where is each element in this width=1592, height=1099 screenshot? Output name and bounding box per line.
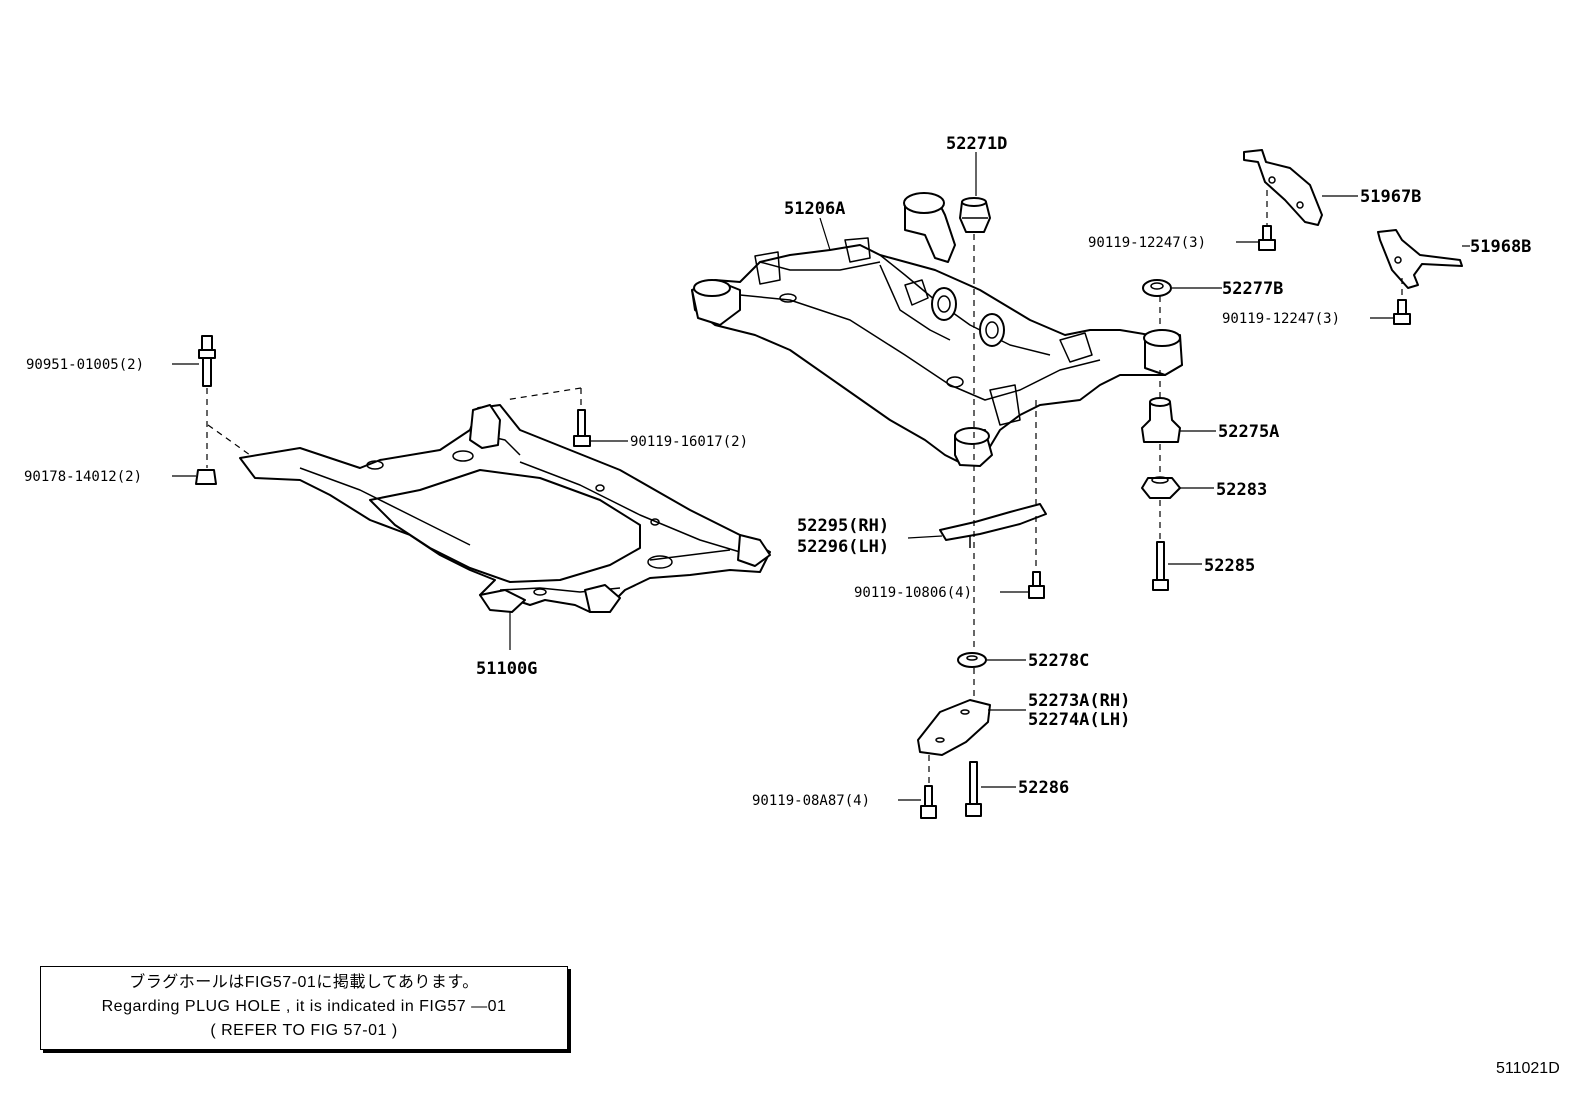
leader-lines — [172, 152, 1470, 801]
bracket-51967b — [1243, 149, 1323, 226]
label-52296: 52296(LH) — [797, 537, 889, 557]
label-51967b: 51967B — [1360, 187, 1421, 207]
bolt-52285 — [1152, 541, 1169, 591]
label-52277b: 52277B — [1222, 279, 1283, 299]
stopper-52271d — [959, 197, 991, 233]
label-52274a: 52274A(LH) — [1028, 710, 1130, 730]
bushing-52275a — [1141, 397, 1181, 443]
nut-90178-14012 — [195, 469, 217, 485]
front-crossmember-51100g — [239, 404, 771, 613]
bushing-52283 — [1141, 476, 1181, 499]
rear-crossmember-51206a — [691, 192, 1183, 467]
label-90119-12247-b: 90119-12247(3) — [1222, 311, 1340, 327]
label-52286: 52286 — [1018, 778, 1069, 798]
label-90119-12247-a: 90119-12247(3) — [1088, 235, 1206, 251]
figure-code: 511021D — [1496, 1060, 1560, 1077]
label-52273a: 52273A(RH) — [1028, 691, 1130, 711]
bolt-90119-10806 — [1028, 571, 1045, 599]
note-line-english: Regarding PLUG HOLE , it is indicated in… — [101, 998, 507, 1015]
label-52275a: 52275A — [1218, 422, 1279, 442]
label-90951-01005: 90951-01005(2) — [26, 357, 144, 373]
washer-52277b — [1142, 279, 1172, 297]
assembly-lines — [206, 190, 1403, 786]
label-90178-14012: 90178-14012(2) — [24, 469, 142, 485]
plug-hole-note: ブラグホールはFIG57-01に掲載してあります。 Regarding PLUG… — [40, 966, 568, 1050]
label-52283: 52283 — [1216, 480, 1267, 500]
label-90119-08a87: 90119-08A87(4) — [752, 793, 870, 809]
part-labels: 52271D 51206A 51967B 51968B 90119-12247(… — [24, 134, 1531, 809]
label-52295: 52295(RH) — [797, 516, 889, 536]
bracket-51968b — [1377, 229, 1463, 289]
bolt-90119-12247-a — [1258, 225, 1276, 251]
label-52278c: 52278C — [1028, 651, 1089, 671]
label-52285: 52285 — [1204, 556, 1255, 576]
label-51968b: 51968B — [1470, 237, 1531, 257]
label-90119-16017: 90119-16017(2) — [630, 434, 748, 450]
note-line-refer: ( REFER TO FIG 57-01 ) — [210, 1022, 398, 1039]
label-52271d: 52271D — [946, 134, 1007, 154]
washer-52278c — [957, 652, 987, 668]
bolt-90119-16017 — [573, 409, 591, 447]
brace-52295-52296 — [939, 503, 1047, 548]
plate-52273a-52274a — [917, 699, 991, 756]
label-51100g: 51100G — [476, 659, 537, 679]
note-line-japanese: ブラグホールはFIG57-01に掲載してあります。 — [129, 974, 479, 991]
stud-90951-01005 — [198, 335, 216, 387]
label-51206a: 51206A — [784, 199, 845, 219]
bolt-52286 — [965, 761, 982, 817]
bolt-90119-08a87 — [920, 785, 937, 819]
label-90119-10806: 90119-10806(4) — [854, 585, 972, 601]
bolt-90119-12247-b — [1393, 299, 1411, 325]
